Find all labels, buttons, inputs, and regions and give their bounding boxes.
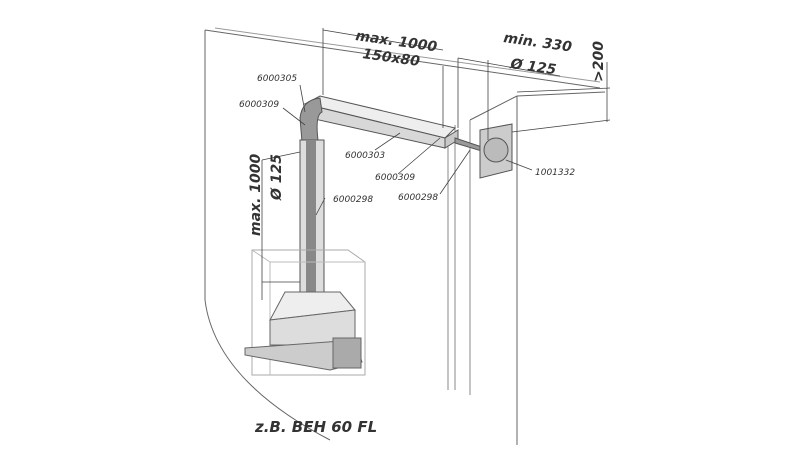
part-6000305: 6000305 — [257, 74, 297, 84]
vertical-pipe — [299, 97, 325, 301]
part-6000303: 6000303 — [345, 151, 385, 161]
wall-box — [479, 123, 513, 179]
ceiling-line — [204, 29, 601, 89]
model-label: z.B. BEH 60 FL — [254, 418, 377, 436]
hood — [244, 249, 366, 376]
part-6000298-vertical: 6000298 — [333, 195, 373, 205]
part-1001332: 1001332 — [535, 168, 575, 178]
part-6000309-top: 6000309 — [239, 100, 279, 110]
left-wall-outline — [204, 30, 331, 441]
label-horizontal-size: 150x80 — [361, 46, 421, 70]
column-edges — [447, 120, 471, 395]
part-6000298-wall: 6000298 — [398, 193, 438, 203]
label-vertical-max: max. 1000 — [248, 154, 264, 236]
label-wall-offset: min. 330 — [502, 30, 573, 55]
label-wall-diameter: Ø 125 — [508, 56, 557, 78]
label-vertical-diameter: Ø 125 — [269, 154, 285, 201]
flat-duct — [303, 95, 459, 149]
label-ceiling-clearance: >200 — [591, 41, 607, 82]
right-wall-top — [469, 91, 606, 121]
part-6000309-wall: 6000309 — [375, 173, 415, 183]
